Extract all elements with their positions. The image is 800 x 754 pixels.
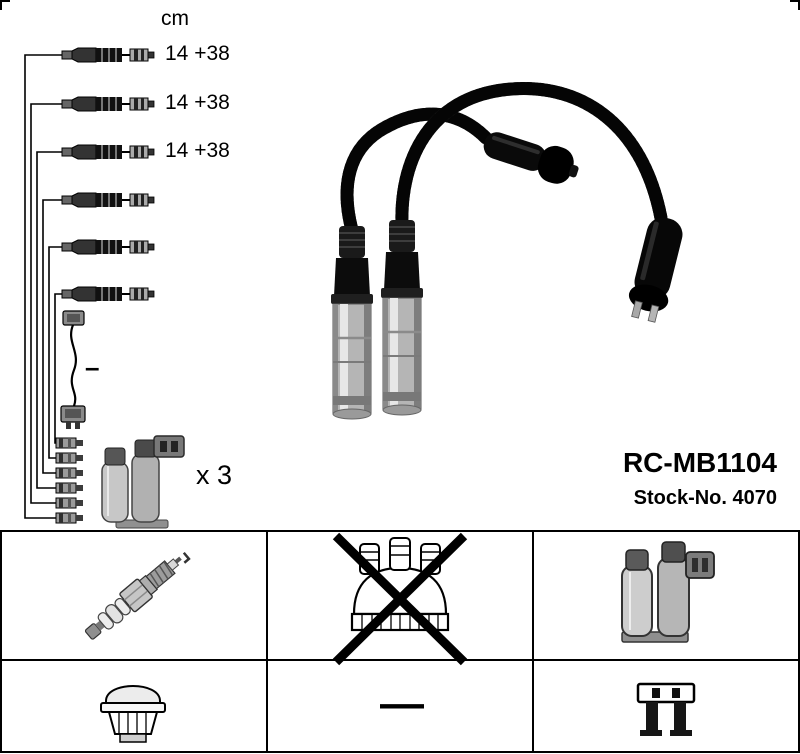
measurement-label-1: 14 +38 <box>165 42 230 65</box>
sensor-dash-mark: – <box>85 352 100 382</box>
grid-dash-mark: — <box>380 679 424 728</box>
sensor-lead-icon <box>60 310 86 429</box>
part-number: RC-MB1104 <box>622 447 777 478</box>
lead-b-plug-terminal <box>381 220 423 416</box>
plug-cap-icon <box>100 685 166 743</box>
corner-marks <box>0 0 800 10</box>
coil-quantity-label: x 3 <box>196 460 233 490</box>
measurement-label-2: 14 +38 <box>165 91 230 114</box>
distributor-cap-icon <box>332 532 468 666</box>
cross-out-x-icon <box>332 532 468 666</box>
unit-label: cm <box>161 7 189 30</box>
stock-number: Stock-No. 4070 <box>633 487 777 509</box>
lead-b-coil-boot <box>628 217 683 323</box>
ignition-lead-photo <box>331 82 683 420</box>
coil-plug-stack <box>55 437 84 524</box>
measurement-label-3: 14 +38 <box>165 139 230 162</box>
coil-bracket-icon <box>636 682 696 736</box>
ignition-coil-photo-icon <box>101 435 185 529</box>
harness-lines <box>24 54 62 519</box>
lead-a-plug-terminal <box>331 226 373 420</box>
spark-plug-icon <box>84 551 191 640</box>
ignition-coil-icon <box>621 541 715 643</box>
application-grid-lines <box>0 530 800 753</box>
lead-a-coil-boot <box>483 132 579 184</box>
cable-schematic-rows <box>61 47 155 302</box>
